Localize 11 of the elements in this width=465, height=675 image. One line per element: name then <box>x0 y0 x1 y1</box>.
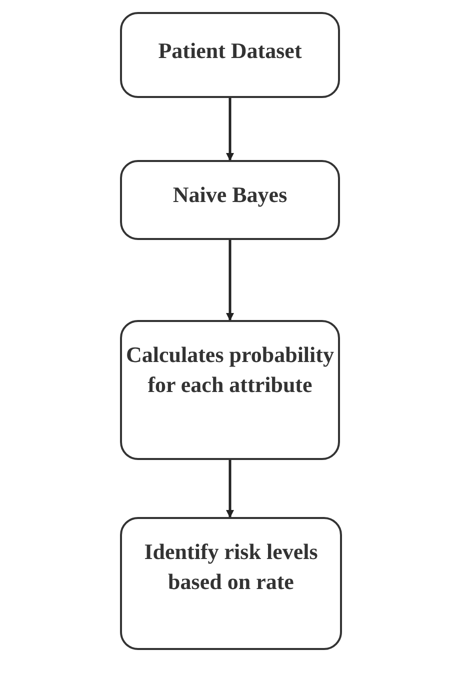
arrow <box>226 98 234 161</box>
arrow <box>226 240 234 321</box>
box-label: Naive Bayes <box>172 181 288 209</box>
arrow <box>226 460 234 518</box>
box-label: Patient Dataset <box>158 37 302 65</box>
process-box <box>120 12 340 98</box>
process-box <box>120 517 342 650</box>
process-box <box>120 160 340 240</box>
box-label: Identify risk levels based on rate <box>143 538 319 596</box>
process-box <box>120 320 340 460</box>
box-label: Calculates probability for each attribute <box>124 341 335 399</box>
